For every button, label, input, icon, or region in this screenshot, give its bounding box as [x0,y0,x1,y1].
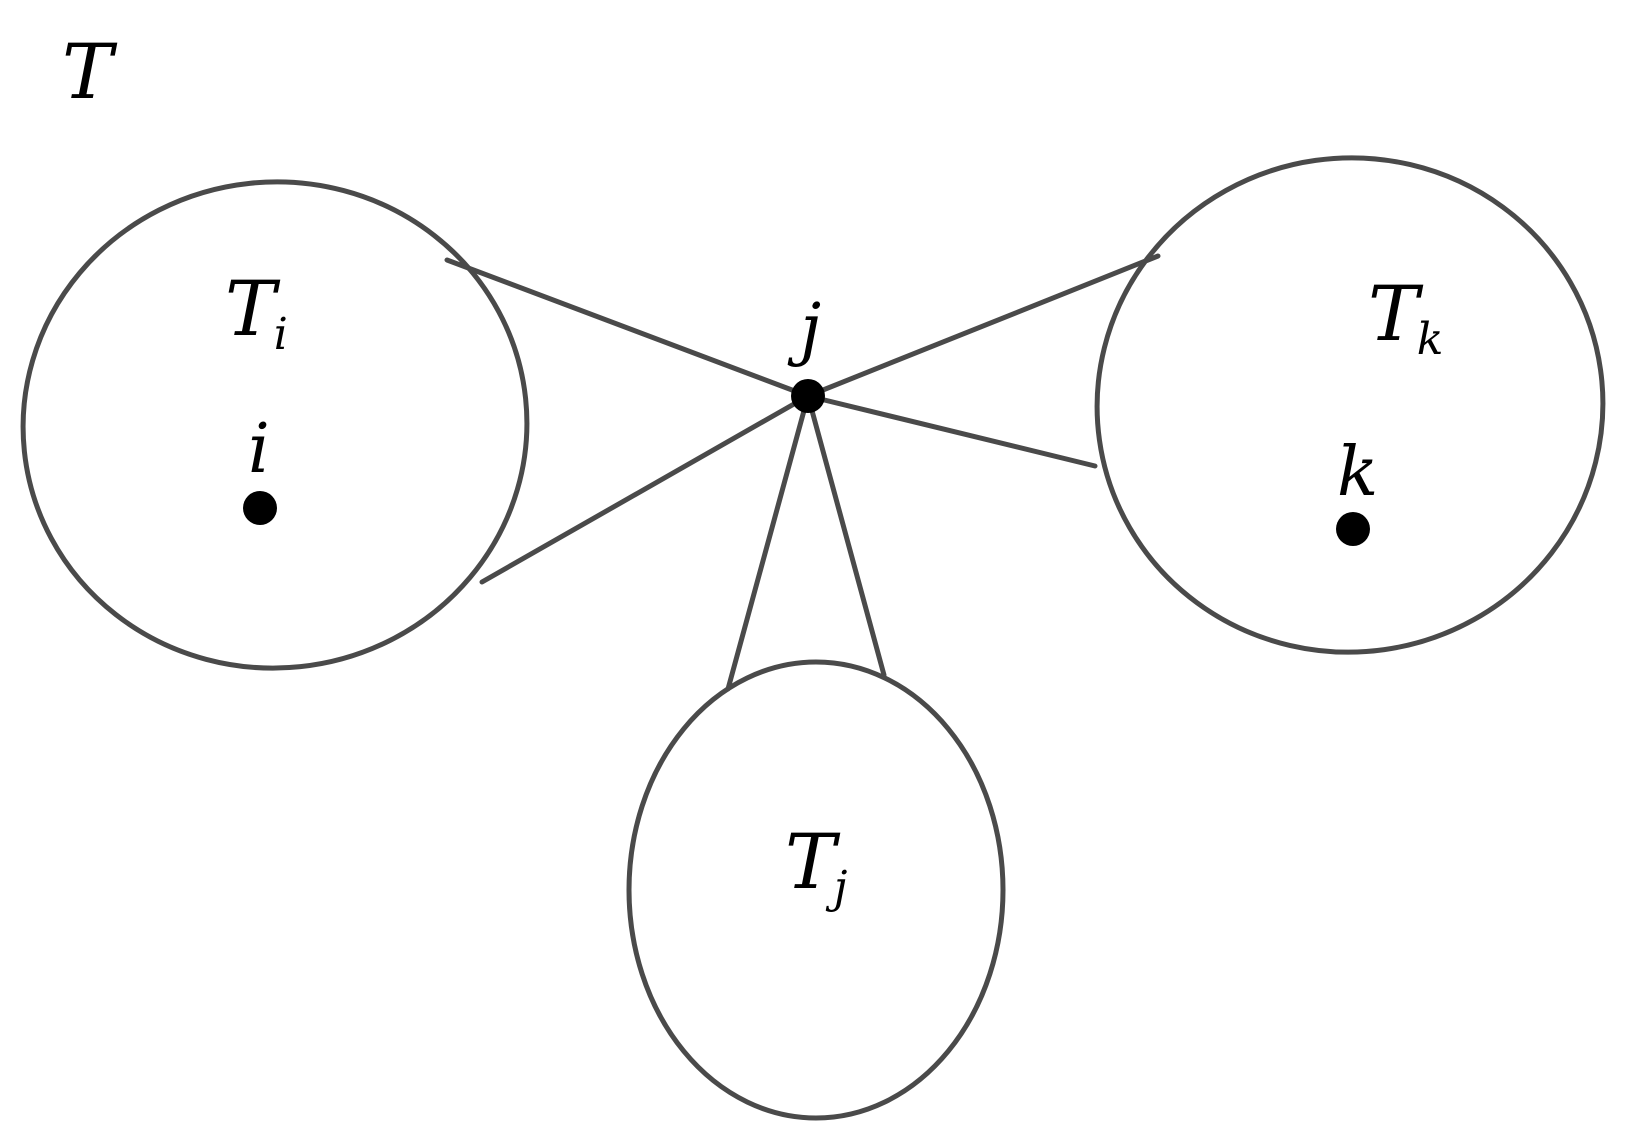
subtree-j-label-main: T [785,817,841,906]
node-k-label: k [1337,433,1378,512]
subtree-i-label-sub: i [274,309,288,360]
subtree-i-label-main: T [225,264,281,353]
center-node-label: j [787,290,821,369]
edge-j-to-subtree-i-lower [479,393,811,585]
subtree-k-label-main: T [1368,269,1424,358]
subtree-k-label: Tk [1368,269,1443,365]
edge-j-to-subtree-k-lower [805,393,1098,469]
edge-j-to-subtree-i-upper [444,257,811,399]
center-node-j [791,379,825,413]
subtree-k-label-sub: k [1417,314,1444,365]
tree-label: T [62,27,118,116]
node-k [1336,512,1370,546]
edge-j-to-subtree-k-upper [805,253,1161,399]
node-i [243,491,277,525]
subtree-i-label: Ti [225,264,288,360]
edge-j-to-subtree-j-right [805,393,887,678]
subtree-i-ellipse [20,179,530,671]
edge-j-to-subtree-j-left [725,393,811,692]
subtree-j-ellipse [626,659,1006,1121]
node-i-label: i [248,410,270,489]
subtree-k-ellipse [1094,155,1606,655]
subtree-j-label: Tj [785,817,847,913]
